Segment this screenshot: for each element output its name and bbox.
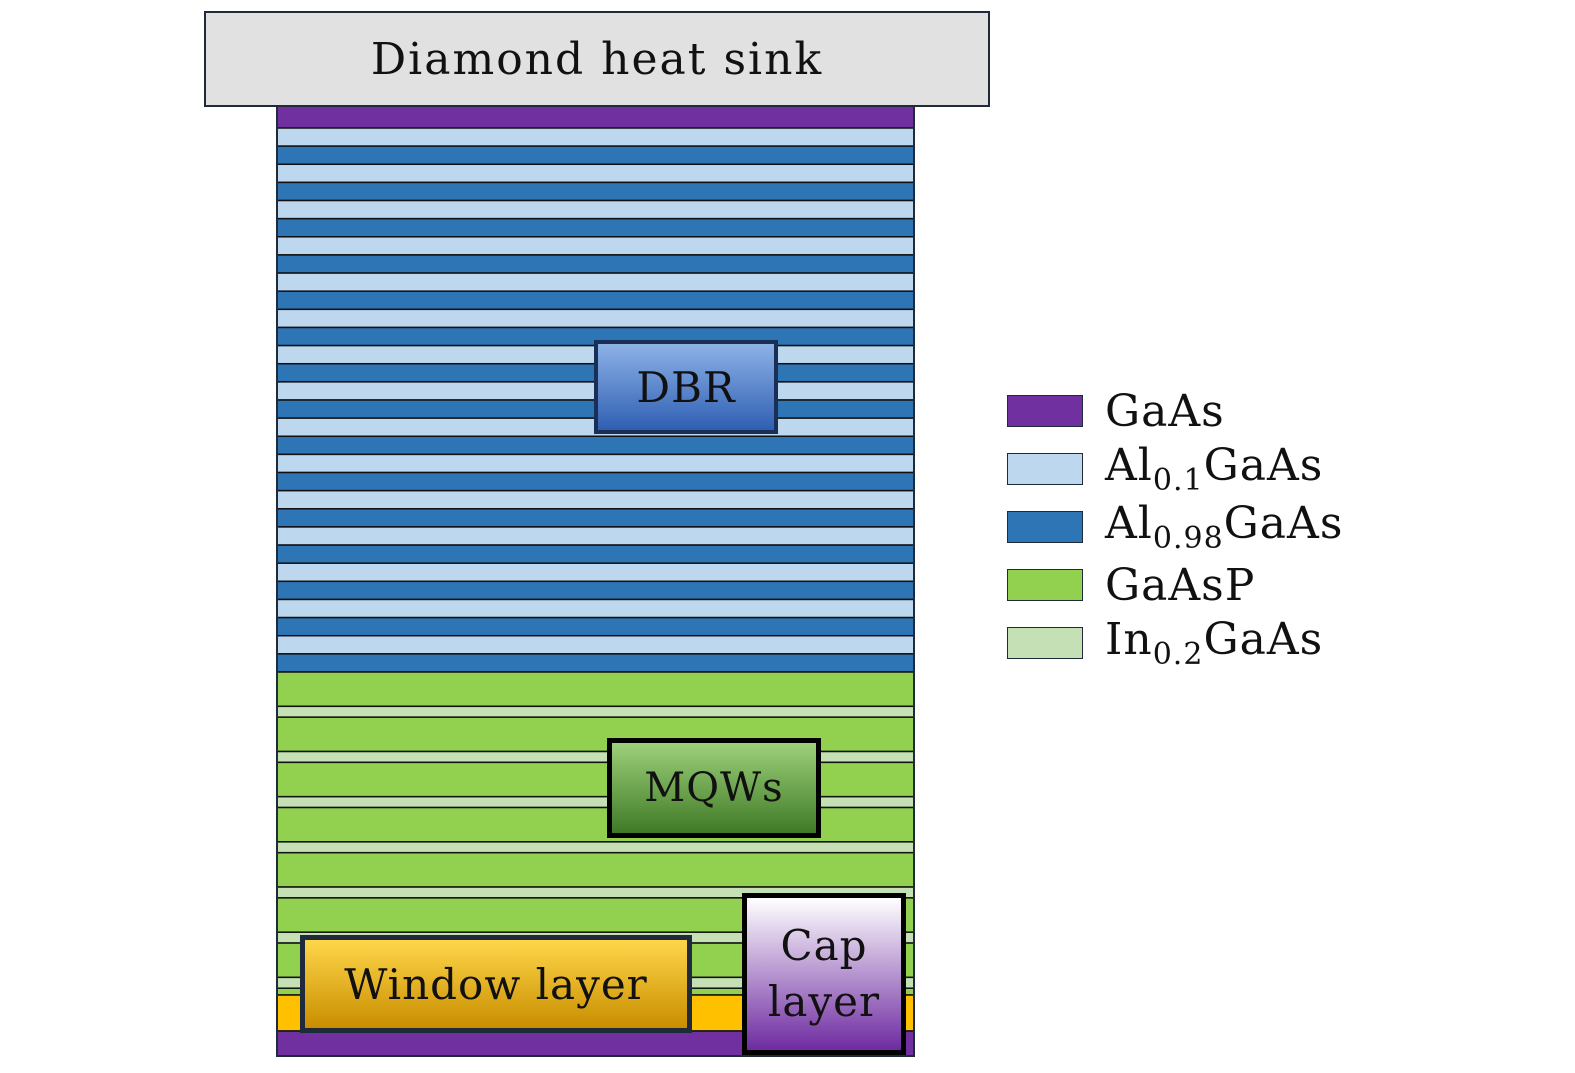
diamond-heat-sink: Diamond heat sink xyxy=(204,11,990,107)
dbr-layer-al098gaas xyxy=(276,290,915,311)
dbr-layer-al01gaas xyxy=(276,453,915,474)
dbr-layer-al01gaas xyxy=(276,308,915,329)
dbr-layer-al01gaas xyxy=(276,199,915,220)
dbr-layer-al01gaas xyxy=(276,562,915,583)
legend-label-gaas: GaAs xyxy=(1105,385,1225,437)
legend-item-al01gaas: Al0.1GaAs xyxy=(1007,440,1427,498)
legend-swatch-al098gaas xyxy=(1007,511,1083,543)
dbr-label-box: DBR xyxy=(594,340,778,434)
legend-text-gaas: GaAs xyxy=(1105,386,1225,437)
window-layer-label-box: Window layer xyxy=(300,935,692,1033)
legend-item-gaasp: GaAsP xyxy=(1007,560,1427,611)
in02gaas-well-layer xyxy=(276,705,915,718)
dbr-layer-al098gaas xyxy=(276,544,915,564)
cap-layer-label-box: Cap layer xyxy=(742,893,906,1055)
cap-layer-label-line1: Cap xyxy=(780,921,868,970)
dbr-layer-al098gaas xyxy=(276,217,915,238)
legend-label-al01gaas-element: Al xyxy=(1105,440,1153,491)
heat-sink-label: Diamond heat sink xyxy=(370,33,824,85)
legend-item-al098gaas: Al0.98GaAs xyxy=(1007,498,1427,556)
legend-item-in02gaas: In0.2GaAs xyxy=(1007,614,1427,672)
dbr-layer-al01gaas xyxy=(276,634,915,655)
dbr-layer-al01gaas xyxy=(276,598,915,619)
legend-swatch-gaas xyxy=(1007,395,1083,427)
legend-label-in02gaas-rest: GaAs xyxy=(1203,614,1324,665)
dbr-layer-al098gaas xyxy=(276,471,915,492)
legend-text-gaasp: GaAsP xyxy=(1105,560,1255,611)
legend-label-al01gaas-rest: GaAs xyxy=(1203,440,1324,491)
legend-swatch-gaasp xyxy=(1007,569,1083,601)
legend-swatch-in02gaas xyxy=(1007,627,1083,659)
legend-label-al01gaas-subscript: 0.1 xyxy=(1152,463,1204,498)
dbr-layer-al01gaas xyxy=(276,163,915,184)
dbr-layer-al098gaas xyxy=(276,435,915,456)
legend-item-gaas: GaAs xyxy=(1007,386,1427,437)
dbr-layer-al01gaas xyxy=(276,236,915,256)
in02gaas-well-layer xyxy=(276,841,915,854)
dbr-layer-al01gaas xyxy=(276,526,915,546)
dbr-layer-al01gaas xyxy=(276,272,915,292)
legend-swatch-al01gaas xyxy=(1007,453,1083,485)
dbr-layer-al098gaas xyxy=(276,145,915,166)
legend-label-al098gaas-element: Al xyxy=(1105,498,1153,549)
dbr-label: DBR xyxy=(636,362,736,412)
legend-label-gaasp: GaAsP xyxy=(1105,559,1256,611)
legend-label-al098gaas-rest: GaAs xyxy=(1223,498,1344,549)
mqws-label-box: MQWs xyxy=(607,738,821,838)
dbr-layer-al01gaas xyxy=(276,127,915,147)
dbr-layer-al098gaas xyxy=(276,181,915,202)
legend-label-al098gaas-subscript: 0.98 xyxy=(1152,521,1224,556)
window-layer-label: Window layer xyxy=(344,959,648,1009)
dbr-layer-al098gaas xyxy=(276,580,915,601)
gaasp-barrier-layer xyxy=(276,671,915,708)
dbr-layer-al098gaas xyxy=(276,653,915,673)
mqws-label: MQWs xyxy=(644,765,784,811)
cap-layer-label-line2: layer xyxy=(767,977,881,1026)
legend-text-al098gaas: Al0.98GaAs xyxy=(1105,498,1343,556)
dbr-layer-al098gaas xyxy=(276,616,915,637)
gaas-top-layer xyxy=(277,104,914,128)
legend-label-in02gaas-element: In xyxy=(1105,614,1153,665)
dbr-layer-al098gaas xyxy=(276,508,915,528)
legend-text-al01gaas: Al0.1GaAs xyxy=(1105,440,1323,498)
dbr-layer-al01gaas xyxy=(276,489,915,510)
dbr-layer-al098gaas xyxy=(276,254,915,274)
gaasp-barrier-layer xyxy=(276,851,915,888)
legend-label-in02gaas-subscript: 0.2 xyxy=(1152,637,1204,672)
legend-text-in02gaas: In0.2GaAs xyxy=(1105,614,1323,672)
